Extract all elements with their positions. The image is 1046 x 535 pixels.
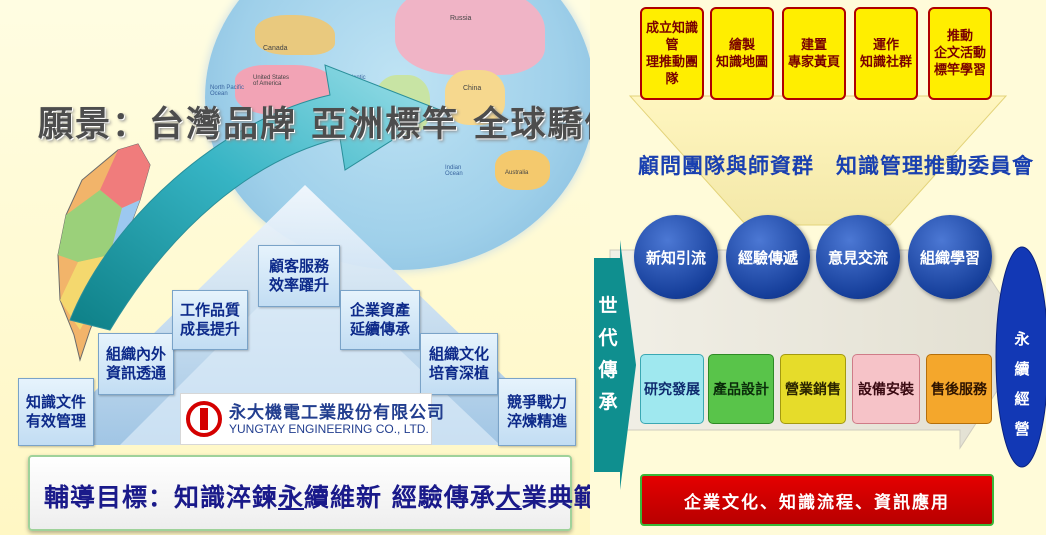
map-label-russia: Russia — [450, 15, 472, 22]
step-knowledge-documents: 知識文件 有效管理 — [18, 378, 94, 446]
task-km-team: 成立知識管 理推動團隊 — [640, 7, 704, 100]
map-label-china: China — [463, 85, 482, 92]
goal-statement: 輔導目標：知識淬鍊永續維新 經驗傳承大業典範 — [44, 483, 590, 512]
process-installation: 設備安裝 — [852, 354, 920, 424]
circle-opinion-exchange: 意見交流 — [816, 215, 900, 299]
sustain-oval — [995, 246, 1046, 468]
right-panel: 成立知識管 理推動團隊 繪製 知識地圖 建置 專家黃頁 運作 知識社群 推動 企… — [590, 0, 1046, 535]
map-label-indian-ocean: Indian Ocean — [445, 165, 463, 177]
map-label-usa: United States of America — [253, 75, 290, 87]
circle-org-learning: 組織學習 — [908, 215, 992, 299]
foundation-bar: 企業文化、知識流程、資訊應用 — [640, 474, 994, 526]
heritage-arrow — [594, 240, 636, 490]
step-info-transparency: 組織內外 資訊透通 — [98, 333, 174, 395]
map-label-north-pacific: North Pacific Ocean — [210, 85, 245, 97]
step-competitiveness: 競爭戰力 淬煉精進 — [498, 378, 576, 446]
left-panel: Canada Russia United States of America N… — [0, 0, 590, 535]
company-logo: 永大機電工業股份有限公司 YUNGTAY ENGINEERING CO., LT… — [180, 393, 444, 445]
map-label-canada: Canada — [263, 45, 288, 52]
sustain-label: 永續經營 — [1014, 330, 1030, 438]
process-sales: 營業銷售 — [780, 354, 846, 424]
step-enterprise-assets: 企業資產 延續傳承 — [340, 290, 420, 350]
goal-banner — [28, 455, 572, 531]
task-knowledge-map: 繪製 知識地圖 — [710, 7, 774, 100]
process-rd: 研究發展 — [640, 354, 704, 424]
logo-english-name: YUNGTAY ENGINEERING CO., LTD. — [229, 422, 429, 436]
step-organization-culture: 組織文化 培育深植 — [420, 333, 498, 395]
heritage-label: 世代傳承 — [598, 295, 618, 413]
circle-new-knowledge: 新知引流 — [634, 215, 718, 299]
step-work-quality: 工作品質 成長提升 — [172, 290, 248, 350]
process-product-design: 產品設計 — [708, 354, 774, 424]
step-customer-service: 顧客服務 效率躍升 — [258, 245, 340, 307]
map-label-australia: Australia — [505, 170, 529, 176]
vision-arrow — [69, 64, 442, 331]
committee-label: 顧問團隊與師資群 知識管理推動委員會 — [638, 153, 1034, 178]
circle-experience-transfer: 經驗傳遞 — [726, 215, 810, 299]
task-expert-pages: 建置 專家黃頁 — [782, 7, 846, 100]
logo-chinese-name: 永大機電工業股份有限公司 — [229, 403, 445, 423]
task-knowledge-community: 運作 知識社群 — [854, 7, 918, 100]
task-culture-benchmark: 推動 企文活動 標竿學習 — [928, 7, 992, 100]
yungtay-logo-icon — [186, 401, 222, 437]
vision-statement: 願景：台灣品牌 亞洲標竿 全球驕傲 — [38, 104, 590, 145]
process-after-sales: 售後服務 — [926, 354, 992, 424]
